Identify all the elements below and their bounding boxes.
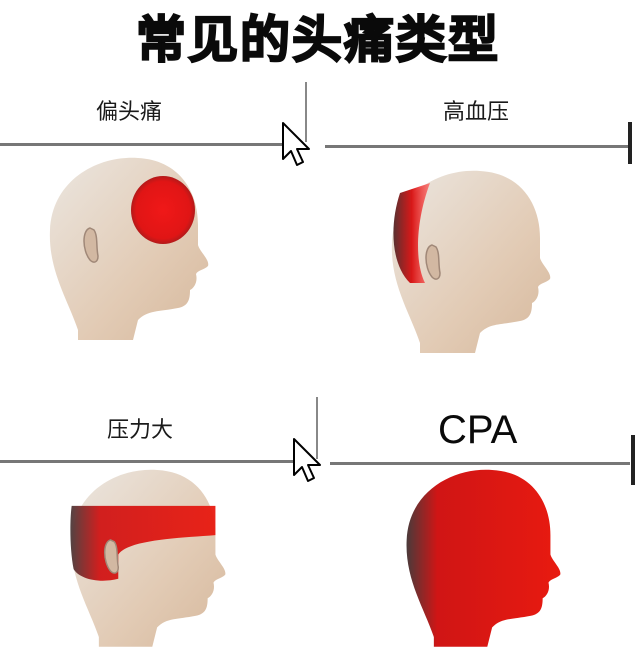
panel-label-migraine: 偏头痛 xyxy=(96,100,163,125)
mouse-pointer-icon xyxy=(282,122,310,166)
divider-top-left xyxy=(0,143,290,146)
head-illustration-hypertension xyxy=(391,170,551,353)
divider-bottom-right xyxy=(330,462,630,465)
panel-label-stress: 压力大 xyxy=(107,418,174,443)
page-title: 常见的头痛类型 xyxy=(135,10,500,70)
head-illustration-cpa xyxy=(406,469,561,647)
head-illustration-migraine xyxy=(49,157,209,340)
divider-vertical-bottom xyxy=(316,397,318,459)
edge-bracket-bottom xyxy=(631,435,635,485)
edge-bracket-top xyxy=(628,122,632,164)
divider-bottom-left xyxy=(0,460,300,463)
divider-top-right xyxy=(325,145,630,148)
mouse-pointer-icon xyxy=(293,438,321,482)
head-illustration-stress xyxy=(70,469,226,647)
panel-label-cpa: CPA xyxy=(438,408,518,452)
panel-label-hypertension: 高血压 xyxy=(443,100,510,125)
divider-vertical-top xyxy=(305,82,307,142)
